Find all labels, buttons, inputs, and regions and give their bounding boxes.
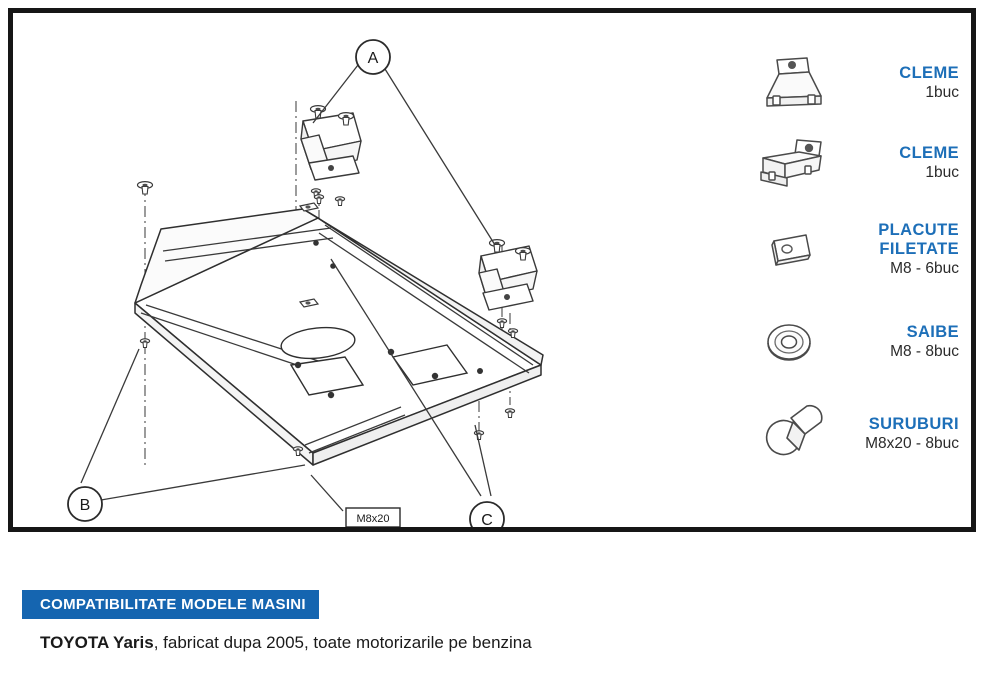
angle-bracket-icon [748,127,834,199]
rib-line [162,227,332,252]
bolt-label-box [345,507,401,527]
callout-circle-a [355,39,391,75]
callout-label-c: C [481,512,493,527]
part-text: PLACUTE FILETATE M8 - 6buc [834,221,963,278]
part-title: SAIBE [906,323,959,341]
plate-cutouts [280,326,469,396]
compatibility-line: TOYOTA Yaris, fabricat dupa 2005, toate … [22,633,972,653]
part-row: PLACUTE FILETATE M8 - 6buc [748,213,963,285]
bracket-hole [328,165,334,171]
part-row: CLEME 1buc [748,127,963,199]
bolt-label-text: M8x20 [356,513,389,525]
diagram-frame: A B C M8x20 [8,8,976,532]
rib-line [304,406,402,446]
part-text: CLEME 1buc [834,64,963,102]
callout-circle-c [469,501,505,527]
leader-line-b1 [80,348,140,484]
diagram-canvas: A B C M8x20 [13,13,971,527]
parts-legend: CLEME 1buc [748,23,963,518]
leader-line-b2 [100,464,306,501]
callout-markers: A B C M8x20 [67,39,505,527]
leader-line-bolt-label [310,474,344,512]
compatibility-model: TOYOTA Yaris [40,633,154,652]
callout-circle-b [67,486,103,522]
part-row: SURUBURI M8x20 - 8buc [748,398,963,470]
leader-line-a1 [312,64,359,124]
part-qty: 1buc [925,164,959,181]
leader-lines [80,64,496,512]
rib-line [308,414,406,454]
leader-line-a2 [384,68,496,246]
leader-line-c1 [330,258,482,497]
threaded-plate-icon [748,213,834,285]
mount-holes [294,240,483,399]
rib-line [318,232,530,374]
bolt-icon [748,398,834,470]
part-text: SAIBE M8 - 8buc [834,323,963,361]
part-title: SURUBURI [868,415,959,433]
rect-cutout-right [391,344,469,386]
exploded-view-drawing [80,64,544,512]
callout-label-a: A [368,50,379,67]
part-row: CLEME 1buc [748,47,963,119]
callout-label-b: B [80,497,91,514]
part-title: CLEME [899,144,959,162]
leader-line-c2 [474,424,492,497]
part-qty: 1buc [925,84,959,101]
part-qty: M8x20 - 8buc [865,435,959,452]
compatibility-section: COMPATIBILITATE MODELE MASINI TOYOTA Yar… [22,590,972,653]
compatibility-details: , fabricat dupa 2005, toate motorizarile… [153,633,532,652]
part-qty: M8 - 6buc [890,259,959,277]
part-title: CLEME [899,64,959,82]
clamp-bracket-icon [748,47,834,119]
oval-cutout [280,326,356,360]
part-title: PLACUTE [878,220,959,239]
part-text: CLEME 1buc [834,144,963,182]
rib-line [164,237,334,262]
rib-line [324,224,534,366]
rect-cutout-left [289,356,365,396]
washer-icon [748,306,834,378]
compatibility-banner: COMPATIBILITATE MODELE MASINI [22,590,319,619]
bracket-hole [504,294,510,300]
part-row: SAIBE M8 - 8buc [748,306,963,378]
part-qty: M8 - 8buc [890,343,959,360]
part-title-2: FILETATE [879,239,959,258]
skid-plate-edge-right [312,364,542,466]
skid-plate-flange-right [302,208,544,366]
part-text: SURUBURI M8x20 - 8buc [834,415,963,453]
